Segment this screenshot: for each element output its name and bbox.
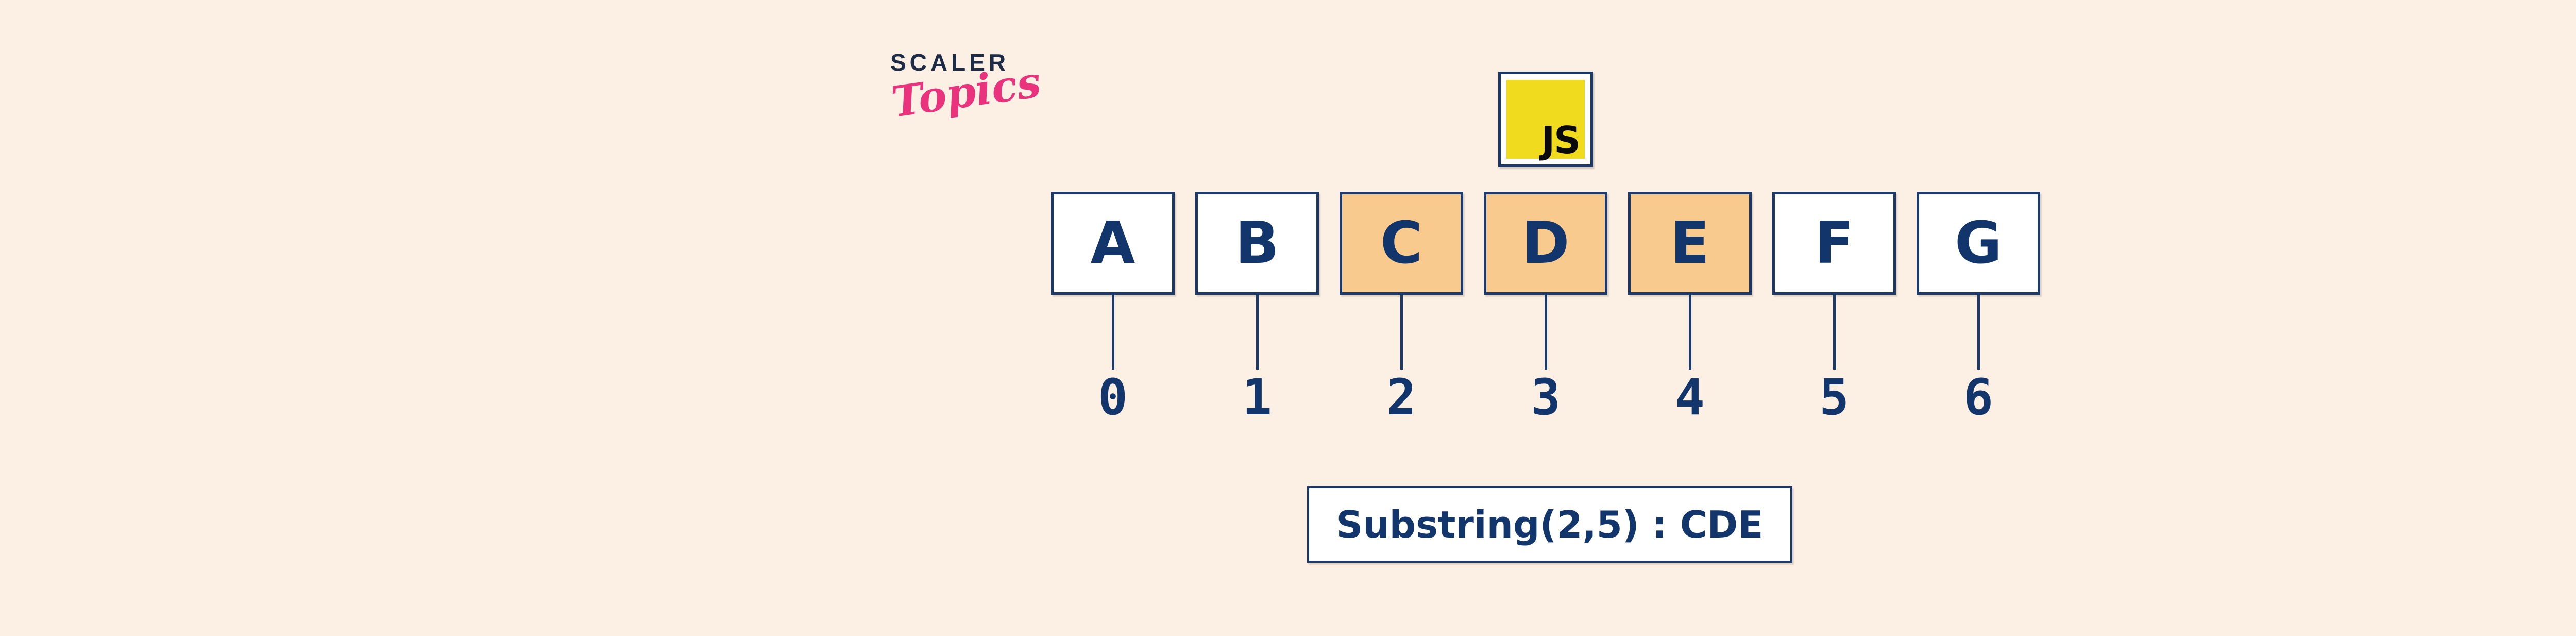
scaler-topics-logo: SCALER Topics: [889, 48, 1045, 127]
logo-brand-text: SCALER: [890, 49, 1010, 76]
index-label: 2: [1386, 369, 1416, 426]
javascript-logo-label: JS: [1541, 119, 1581, 162]
index-stem-line: [1256, 295, 1259, 370]
index-label: 3: [1531, 369, 1561, 426]
string-cells-row: A 0 B 1 C 2 D 3: [1051, 192, 2040, 422]
substring-result-label: Substring(2,5) : CDE: [1336, 503, 1764, 546]
index-label: 0: [1098, 369, 1128, 426]
index-label: 4: [1675, 369, 1705, 426]
string-cell: A: [1051, 192, 1175, 295]
javascript-logo-frame: JS: [1498, 72, 1593, 167]
cell-letter: D: [1521, 210, 1570, 277]
string-cell: D: [1484, 192, 1607, 295]
cell-letter: G: [1955, 210, 2002, 277]
index-label: 1: [1242, 369, 1272, 426]
index-stem-line: [1688, 295, 1691, 370]
string-cell: F: [1772, 192, 1896, 295]
string-cell-column: E 4: [1628, 192, 1752, 422]
cell-letter: A: [1090, 210, 1136, 277]
cell-letter: E: [1670, 210, 1710, 277]
index-stem-line: [1977, 295, 1980, 370]
index-stem-line: [1400, 295, 1403, 370]
javascript-logo-icon: JS: [1506, 80, 1585, 159]
string-cell: B: [1195, 192, 1319, 295]
cell-letter: B: [1235, 210, 1279, 277]
index-stem-line: [1111, 295, 1114, 370]
string-cell-column: G 6: [1917, 192, 2040, 422]
string-cell-column: B 1: [1195, 192, 1319, 422]
string-cell-column: F 5: [1772, 192, 1896, 422]
index-label: 6: [1963, 369, 1993, 426]
string-cell: G: [1917, 192, 2040, 295]
string-cell-column: C 2: [1340, 192, 1463, 422]
index-stem-line: [1544, 295, 1547, 370]
cell-letter: C: [1380, 210, 1423, 277]
cell-letter: F: [1814, 210, 1854, 277]
string-cell-column: D 3: [1484, 192, 1607, 422]
string-cell: C: [1340, 192, 1463, 295]
string-cell-column: A 0: [1051, 192, 1175, 422]
string-cell: E: [1628, 192, 1752, 295]
substring-result-box: Substring(2,5) : CDE: [1307, 486, 1792, 563]
index-label: 5: [1819, 369, 1849, 426]
index-stem-line: [1833, 295, 1836, 370]
